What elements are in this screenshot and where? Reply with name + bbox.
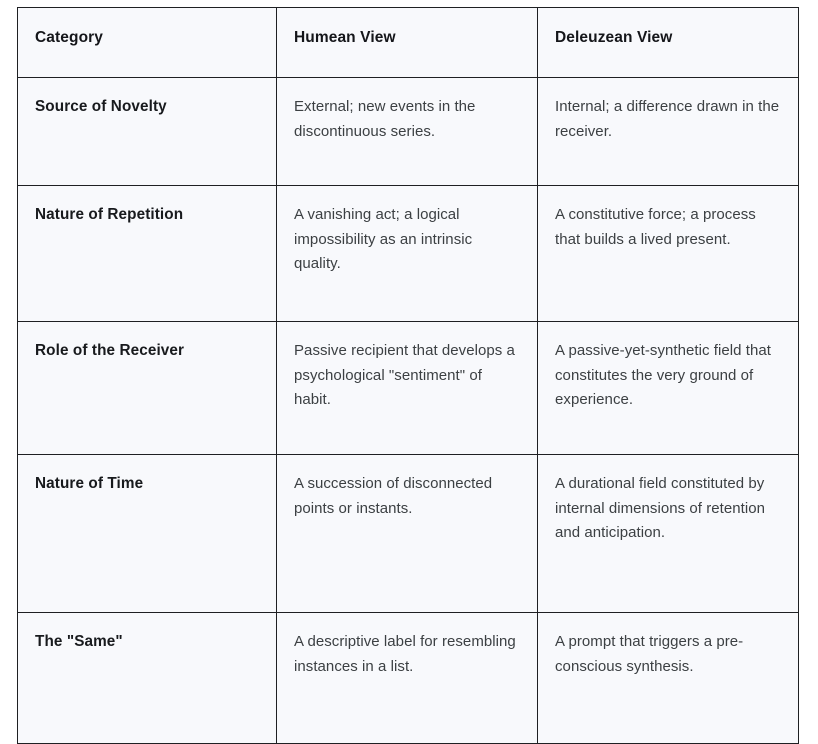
- table-row: Nature of Repetition A vanishing act; a …: [17, 185, 799, 323]
- cell-humean: A vanishing act; a logical impossibility…: [276, 185, 538, 323]
- cell-humean: A descriptive label for resembling insta…: [276, 612, 538, 744]
- table-row: Nature of Time A succession of disconnec…: [17, 454, 799, 614]
- cell-category: Source of Novelty: [17, 77, 277, 187]
- table-row: Role of the Receiver Passive recipient t…: [17, 321, 799, 456]
- table-header-row: Category Humean View Deleuzean View: [17, 6, 799, 79]
- cell-humean: Passive recipient that develops a psycho…: [276, 321, 538, 456]
- comparison-table: Category Humean View Deleuzean View Sour…: [17, 6, 799, 744]
- cell-category: Role of the Receiver: [17, 321, 277, 456]
- column-header-deleuzean-view: Deleuzean View: [537, 6, 799, 79]
- comparison-table-container: Category Humean View Deleuzean View Sour…: [17, 6, 799, 744]
- cell-deleuzean: A constitutive force; a process that bui…: [537, 185, 799, 323]
- cell-humean: A succession of disconnected points or i…: [276, 454, 538, 614]
- cell-category: Nature of Repetition: [17, 185, 277, 323]
- cell-category: The "Same": [17, 612, 277, 744]
- cell-deleuzean: A durational field constituted by intern…: [537, 454, 799, 614]
- cell-category: Nature of Time: [17, 454, 277, 614]
- table-row: The "Same" A descriptive label for resem…: [17, 612, 799, 744]
- cell-humean: External; new events in the discontinuou…: [276, 77, 538, 187]
- table-body: Source of Novelty External; new events i…: [17, 77, 799, 744]
- column-header-category: Category: [17, 6, 277, 79]
- table-row: Source of Novelty External; new events i…: [17, 77, 799, 187]
- cell-deleuzean: Internal; a difference drawn in the rece…: [537, 77, 799, 187]
- table-header: Category Humean View Deleuzean View: [17, 6, 799, 79]
- column-header-humean-view: Humean View: [276, 6, 538, 79]
- page-root: Category Humean View Deleuzean View Sour…: [17, 6, 799, 744]
- cell-deleuzean: A passive-yet-synthetic field that const…: [537, 321, 799, 456]
- cell-deleuzean: A prompt that triggers a pre-conscious s…: [537, 612, 799, 744]
